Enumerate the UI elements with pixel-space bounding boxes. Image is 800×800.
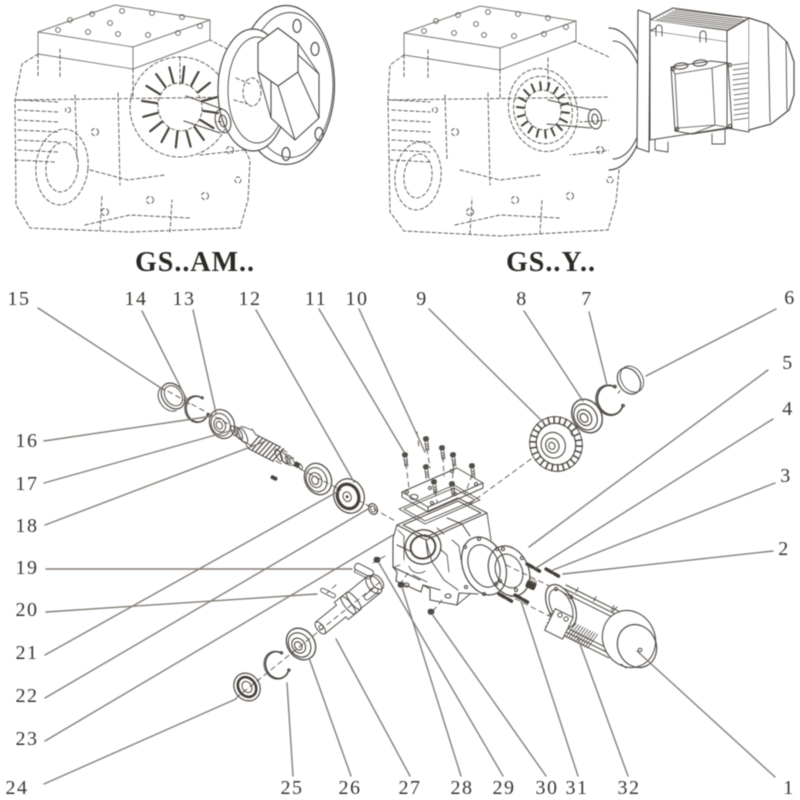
- svg-text:11: 11: [305, 288, 327, 310]
- svg-text:22: 22: [16, 685, 39, 707]
- svg-text:9: 9: [416, 288, 428, 310]
- svg-text:6: 6: [784, 287, 796, 309]
- svg-text:GS..Y..: GS..Y..: [506, 247, 596, 278]
- svg-text:4: 4: [782, 398, 794, 420]
- svg-text:27: 27: [399, 777, 422, 799]
- svg-text:7: 7: [581, 288, 593, 310]
- svg-text:31: 31: [566, 777, 589, 799]
- svg-text:28: 28: [451, 777, 474, 799]
- svg-text:3: 3: [780, 465, 792, 487]
- svg-text:21: 21: [16, 642, 39, 664]
- svg-text:13: 13: [173, 288, 196, 310]
- svg-text:17: 17: [16, 473, 39, 495]
- svg-text:16: 16: [16, 430, 39, 452]
- svg-text:29: 29: [493, 777, 516, 799]
- svg-text:32: 32: [618, 777, 641, 799]
- svg-text:10: 10: [346, 288, 369, 310]
- svg-text:25: 25: [281, 777, 304, 799]
- svg-text:14: 14: [125, 288, 148, 310]
- svg-text:5: 5: [782, 352, 794, 374]
- svg-text:2: 2: [778, 538, 790, 560]
- svg-text:19: 19: [16, 557, 39, 579]
- svg-text:26: 26: [339, 777, 362, 799]
- svg-text:24: 24: [6, 777, 29, 799]
- svg-text:GS..AM..: GS..AM..: [135, 247, 255, 278]
- svg-text:23: 23: [16, 728, 39, 750]
- svg-text:18: 18: [16, 515, 39, 537]
- svg-text:20: 20: [16, 599, 39, 621]
- svg-text:12: 12: [239, 288, 262, 310]
- svg-text:15: 15: [8, 288, 31, 310]
- svg-text:8: 8: [516, 288, 528, 310]
- svg-text:1: 1: [783, 777, 795, 799]
- svg-text:30: 30: [536, 777, 559, 799]
